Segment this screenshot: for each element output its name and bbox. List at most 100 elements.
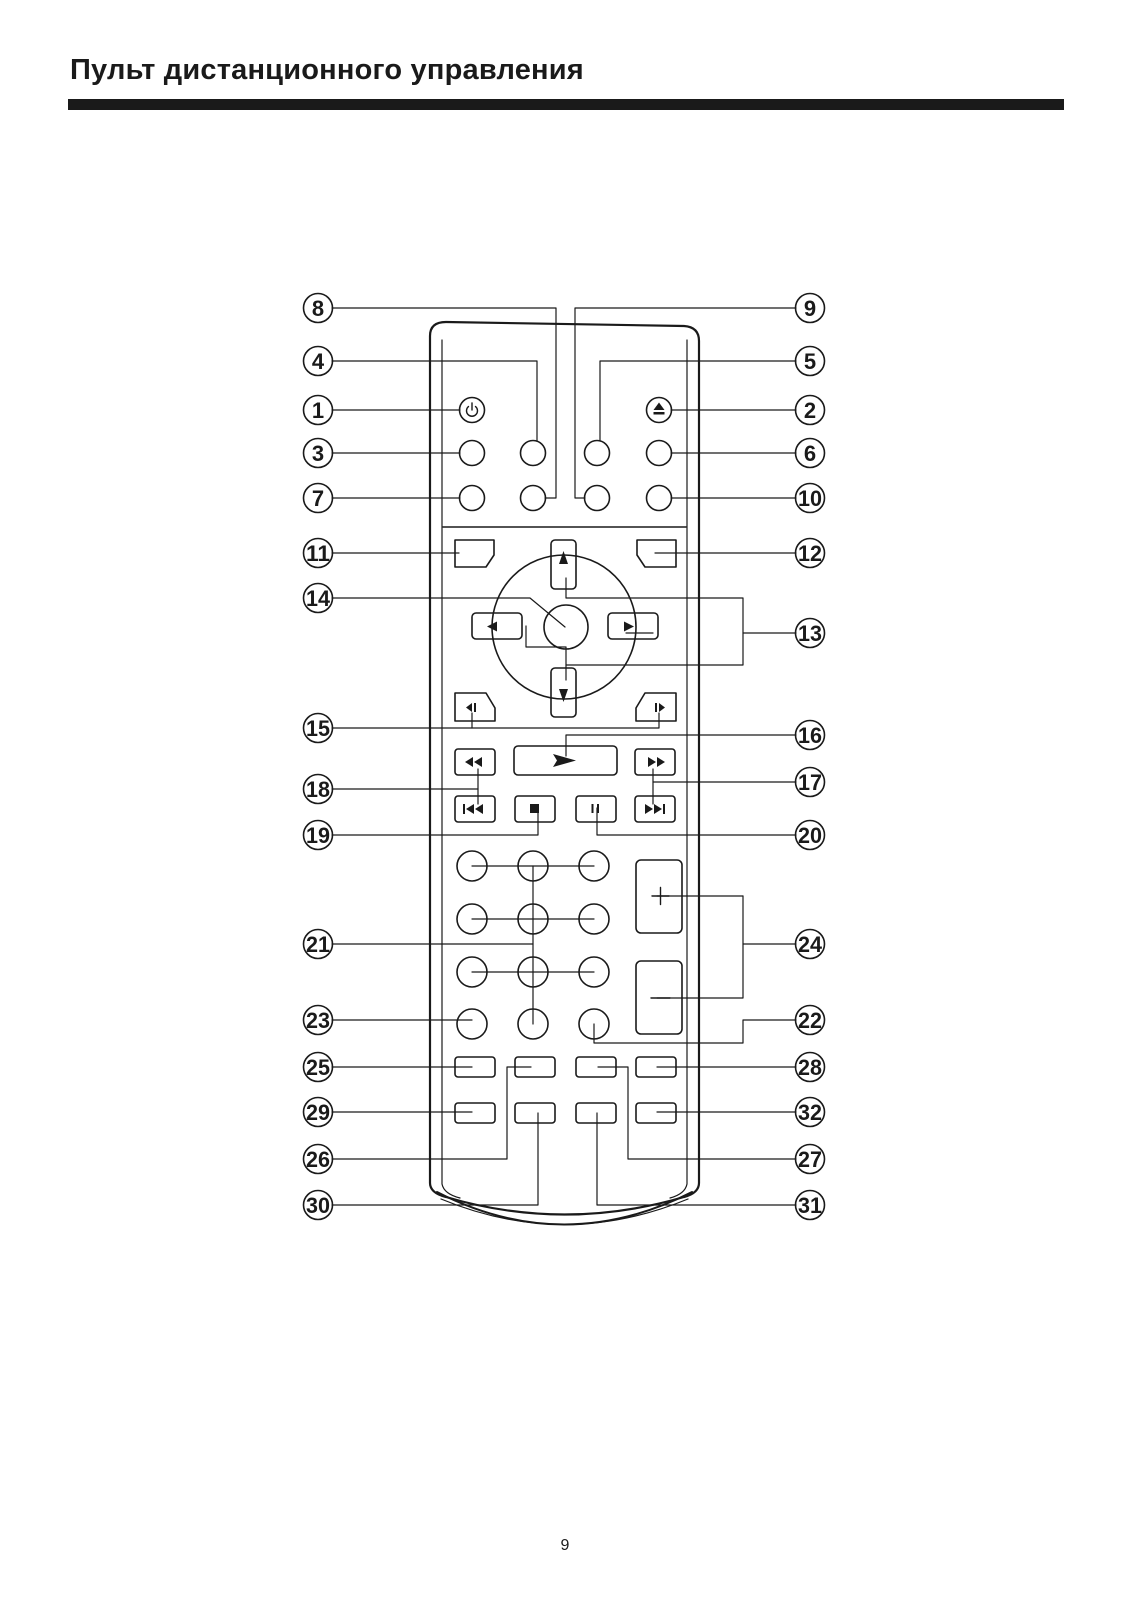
triangle-left-icon xyxy=(487,621,497,632)
triangle-right-icon xyxy=(624,621,634,632)
callout-marker-32: 32 xyxy=(794,1096,826,1128)
function-button-31[interactable] xyxy=(575,1102,617,1124)
function-button-32[interactable] xyxy=(635,1102,677,1124)
round-button-10[interactable] xyxy=(645,484,673,512)
rewind-button[interactable] xyxy=(454,748,496,776)
enter-button[interactable] xyxy=(543,604,589,650)
callout-label: 23 xyxy=(306,1008,330,1033)
title-rule xyxy=(68,99,1064,110)
callout-label: 3 xyxy=(312,441,324,466)
callout-marker-11: 11 xyxy=(302,537,334,569)
step-back-button[interactable] xyxy=(454,692,496,722)
step-forward-icon xyxy=(655,703,665,712)
next-button[interactable] xyxy=(634,795,676,823)
power-button[interactable] xyxy=(458,396,486,424)
nav-left-button[interactable] xyxy=(471,612,523,640)
callout-label: 4 xyxy=(312,349,325,374)
callout-marker-6: 6 xyxy=(794,437,826,469)
function-button-29[interactable] xyxy=(454,1102,496,1124)
callout-label: 11 xyxy=(306,541,330,566)
callout-label: 8 xyxy=(312,296,324,321)
callout-label: 22 xyxy=(798,1008,822,1033)
round-button-6[interactable] xyxy=(645,439,673,467)
callout-label: 2 xyxy=(804,398,816,423)
function-buttons xyxy=(454,1056,677,1124)
top-buttons xyxy=(458,396,673,512)
callout-marker-27: 27 xyxy=(794,1143,826,1175)
callout-label: 28 xyxy=(798,1055,822,1080)
callout-marker-21: 21 xyxy=(302,928,334,960)
previous-button[interactable] xyxy=(454,795,496,823)
callout-markers: 1 2 3 4 5 6 7 8 9 10 11 12 13 14 15 16 1… xyxy=(302,292,826,1221)
callout-label: 24 xyxy=(798,932,823,957)
rewind-icon xyxy=(465,757,482,767)
page-number: 9 xyxy=(560,1537,570,1554)
corner-button-11[interactable] xyxy=(454,539,495,568)
step-forward-button[interactable] xyxy=(635,692,677,722)
round-button-7[interactable] xyxy=(458,484,486,512)
remote-body xyxy=(428,320,701,1226)
navigation-ring xyxy=(491,554,637,700)
callout-marker-4: 4 xyxy=(302,345,334,377)
callout-marker-3: 3 xyxy=(302,437,334,469)
step-back-icon xyxy=(466,703,476,712)
callout-label: 9 xyxy=(804,296,816,321)
callout-marker-2: 2 xyxy=(794,394,826,426)
skip-next-icon xyxy=(645,804,665,814)
callout-marker-9: 9 xyxy=(794,292,826,324)
fast-forward-button[interactable] xyxy=(634,748,676,776)
eject-button[interactable] xyxy=(645,396,673,424)
callout-label: 15 xyxy=(306,716,330,741)
callout-label: 6 xyxy=(804,441,816,466)
callout-marker-10: 10 xyxy=(794,482,826,514)
callout-label: 32 xyxy=(798,1100,822,1125)
corner-button-12[interactable] xyxy=(636,539,677,568)
callout-marker-1: 1 xyxy=(302,394,334,426)
callout-label: 26 xyxy=(306,1147,330,1172)
skip-previous-icon xyxy=(463,804,483,814)
callout-label: 13 xyxy=(798,621,822,646)
pause-button[interactable] xyxy=(575,795,617,823)
callout-marker-24: 24 xyxy=(794,928,826,960)
nav-right-button[interactable] xyxy=(607,612,659,640)
nav-up-button[interactable] xyxy=(550,539,577,590)
stop-button[interactable] xyxy=(514,795,556,823)
play-icon xyxy=(553,754,576,767)
callout-marker-5: 5 xyxy=(794,345,826,377)
callout-marker-17: 17 xyxy=(794,766,826,798)
callout-marker-23: 23 xyxy=(302,1004,334,1036)
round-button-9[interactable] xyxy=(583,484,611,512)
triangle-up-icon xyxy=(559,551,568,564)
callout-marker-31: 31 xyxy=(794,1189,826,1221)
callout-label: 17 xyxy=(798,770,822,795)
callout-marker-13: 13 xyxy=(794,617,826,649)
function-button-30[interactable] xyxy=(514,1102,556,1124)
round-button-3[interactable] xyxy=(458,439,486,467)
callout-label: 20 xyxy=(798,823,822,848)
callout-label: 30 xyxy=(306,1193,330,1218)
callout-marker-16: 16 xyxy=(794,719,826,751)
callout-label: 12 xyxy=(798,541,822,566)
round-button-8[interactable] xyxy=(519,484,547,512)
stop-icon xyxy=(530,804,539,813)
callout-label: 21 xyxy=(306,932,330,957)
callout-label: 18 xyxy=(306,777,330,802)
keypad-button[interactable] xyxy=(456,1008,488,1040)
callout-label: 5 xyxy=(804,349,816,374)
round-button-5[interactable] xyxy=(583,439,611,467)
pause-icon xyxy=(591,804,599,813)
round-button-4[interactable] xyxy=(519,439,547,467)
callout-marker-14: 14 xyxy=(302,582,334,614)
callout-label: 7 xyxy=(312,486,324,511)
callout-marker-20: 20 xyxy=(794,819,826,851)
callout-marker-7: 7 xyxy=(302,482,334,514)
callout-marker-25: 25 xyxy=(302,1051,334,1083)
navigation-block xyxy=(454,539,677,718)
nav-down-button[interactable] xyxy=(550,667,577,718)
callout-label: 25 xyxy=(306,1055,330,1080)
callout-marker-29: 29 xyxy=(302,1096,334,1128)
leader-lines xyxy=(331,307,797,1206)
callout-marker-15: 15 xyxy=(302,712,334,744)
callout-marker-22: 22 xyxy=(794,1004,826,1036)
